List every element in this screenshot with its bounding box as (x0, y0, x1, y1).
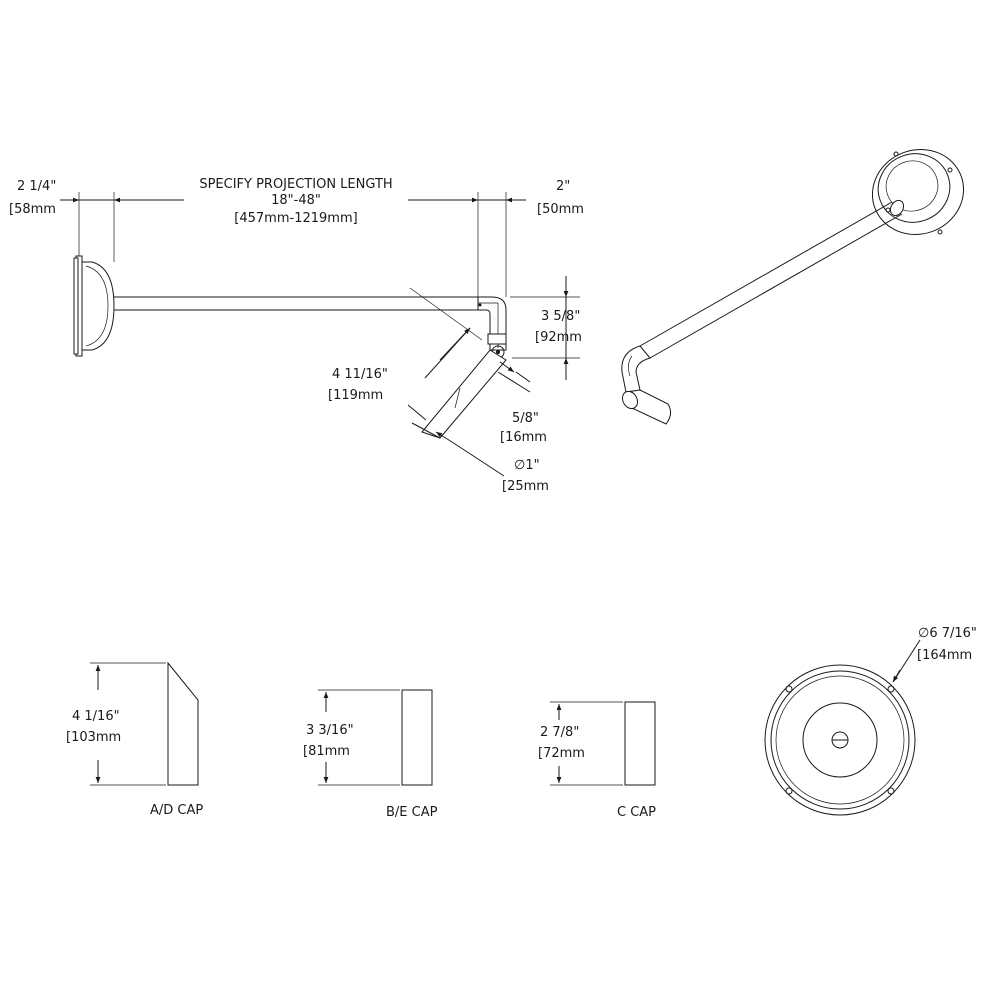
nozzle-offset-imperial: 5/8" (512, 411, 539, 426)
cap-b-e-shape (401, 689, 433, 786)
cap-b-e-height: 3 3/16" (306, 723, 354, 738)
base-depth-imperial: 2 1/4" (17, 179, 56, 194)
dim-projection: SPECIFY PROJECTION LENGTH 18"-48" [457mm… (114, 177, 478, 226)
cap-a-d-metric: [103mm (66, 730, 121, 745)
canopy-diameter-metric: [164mm (917, 648, 972, 663)
canopy-plan-view: ∅6 7/16" [164mm (764, 626, 977, 816)
base-depth-metric: [58mm (9, 202, 56, 217)
cap-b-e-metric: [81mm (303, 744, 350, 759)
dim-nozzle-offset: 5/8" [16mm (497, 361, 547, 445)
drop-metric: [92mm (535, 330, 582, 345)
dim-drop: 3 5/8" [92mm (535, 276, 582, 380)
cap-c: 2 7/8" [72mm C CAP (538, 701, 656, 820)
cap-b-e-label: B/E CAP (386, 805, 438, 820)
dim-elbow-width: 2" [50mm (460, 179, 584, 217)
tube-diameter-metric: [25mm (502, 479, 549, 494)
drop-imperial: 3 5/8" (541, 309, 580, 324)
nozzle-offset-metric: [16mm (500, 430, 547, 445)
cap-c-metric: [72mm (538, 746, 585, 761)
cap-a-d-shape (167, 661, 199, 786)
cap-b-e: 3 3/16" [81mm B/E CAP (303, 689, 438, 820)
elbow-width-imperial: 2" (556, 179, 570, 194)
knockout-slot (831, 731, 849, 741)
projection-range-mm: [457mm-1219mm] (234, 211, 357, 226)
nozzle-length-imperial: 4 11/16" (332, 367, 388, 382)
cap-c-height: 2 7/8" (540, 725, 579, 740)
elbow-width-metric: [50mm (537, 202, 584, 217)
dim-nozzle-length: 4 11/16" [119mm (328, 327, 471, 439)
dim-base-depth: 2 1/4" [58mm (9, 179, 134, 217)
cap-c-shape (624, 701, 656, 786)
cap-a-d-height: 4 1/16" (72, 709, 120, 724)
projection-title: SPECIFY PROJECTION LENGTH (199, 177, 392, 192)
side-elevation-view (73, 255, 507, 439)
canopy-profile (81, 261, 115, 351)
extension-lines (78, 192, 580, 359)
nozzle-length-metric: [119mm (328, 388, 383, 403)
dim-tube-diameter: ∅1" [25mm (435, 431, 549, 494)
projection-range: 18"-48" (271, 193, 321, 208)
cap-a-d-label: A/D CAP (150, 803, 203, 818)
cap-c-label: C CAP (617, 805, 656, 820)
angled-nozzle (421, 349, 507, 439)
cap-a-d: 4 1/16" [103mm A/D CAP (66, 661, 203, 818)
canopy-diameter-imperial: ∅6 7/16" (918, 626, 977, 641)
tube-diameter-imperial: ∅1" (514, 458, 540, 473)
isometric-view (621, 149, 965, 425)
